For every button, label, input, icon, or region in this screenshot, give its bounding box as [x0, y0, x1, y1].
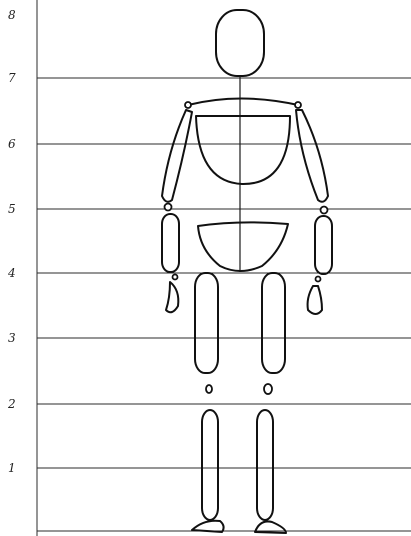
pelvis-shape: [198, 222, 288, 271]
head-unit-grid: [37, 78, 411, 531]
right-wrist-joint: [316, 277, 321, 282]
left-shoulder-joint: [185, 102, 191, 108]
scale-label-2: 2: [7, 397, 16, 411]
shoulder-line: [188, 99, 298, 106]
right-thigh: [262, 273, 285, 373]
chest-shape: [196, 116, 290, 184]
scale-label-5: 5: [8, 202, 16, 216]
right-upper-arm: [296, 110, 328, 202]
right-shoulder-joint: [295, 102, 301, 108]
scale-labels: 8 7 6 5 4 3 2 1: [7, 8, 16, 475]
left-foot: [192, 521, 224, 532]
left-thigh: [195, 273, 218, 373]
left-forearm: [162, 214, 179, 272]
right-elbow-joint: [321, 207, 328, 214]
scale-label-1: 1: [8, 461, 16, 475]
left-shin: [202, 410, 218, 520]
right-forearm: [315, 216, 332, 274]
left-upper-arm: [162, 110, 192, 202]
right-shin: [257, 410, 273, 520]
head-shape: [216, 10, 264, 76]
right-knee-joint: [264, 384, 272, 394]
scale-label-3: 3: [8, 331, 16, 345]
scale-label-7: 7: [8, 71, 16, 85]
left-hand: [166, 282, 178, 312]
human-figure: [162, 10, 332, 533]
left-wrist-joint: [173, 275, 178, 280]
scale-label-6: 6: [8, 137, 16, 151]
right-hand: [308, 286, 322, 314]
left-knee-joint: [206, 385, 212, 393]
scale-label-8: 8: [8, 8, 16, 22]
scale-label-4: 4: [7, 266, 16, 280]
left-elbow-joint: [165, 204, 172, 211]
